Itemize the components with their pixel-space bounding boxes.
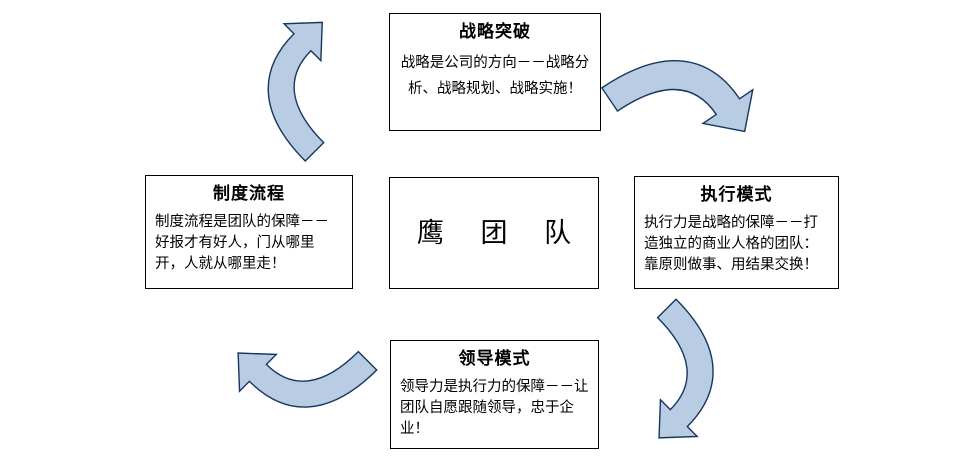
node-box-system[interactable]: 制度流程 制度流程是团队的保障－－好报才有好人，门从哪里开，人就从哪里走！ [145, 175, 353, 289]
node-box-strategy[interactable]: 战略突破 战略是公司的方向－－战略分析、战略规划、战略实施！ [389, 13, 601, 131]
curved-arrow-icon-leadership-to-system [237, 306, 378, 434]
node-body-execution: 执行力是战略的保障－－打造独立的商业人格的团队：靠原则做事、用结果交换！ [644, 215, 818, 273]
node-body-strategy: 战略是公司的方向－－战略分析、战略规划、战略实施！ [400, 55, 590, 97]
curved-arrow-icon-execution-to-leadership [608, 298, 744, 439]
node-title-leadership: 领导模式 [458, 349, 531, 369]
curved-arrow-icon-system-to-strategy [238, 21, 374, 162]
node-title-strategy: 战略突破 [459, 22, 531, 42]
node-box-leadership[interactable]: 领导模式 领导力是执行力的保障－－让团队自愿跟随领导，忠于企业！ [390, 340, 599, 449]
curved-arrow-icon-strategy-to-execution [600, 28, 754, 178]
node-title-system: 制度流程 [213, 184, 285, 204]
node-box-execution[interactable]: 执行模式 执行力是战略的保障－－打造独立的商业人格的团队：靠原则做事、用结果交换… [634, 176, 839, 289]
node-title-execution: 执行模式 [700, 185, 773, 205]
node-box-center[interactable]: 鹰 团 队 [389, 177, 599, 289]
node-body-system: 制度流程是团队的保障－－好报才有好人，门从哪里开，人就从哪里走！ [155, 214, 329, 272]
node-body-leadership: 领导力是执行力的保障－－让团队自愿跟随领导，忠于企业！ [400, 379, 589, 437]
center-node-label: 鹰 团 队 [416, 217, 586, 249]
